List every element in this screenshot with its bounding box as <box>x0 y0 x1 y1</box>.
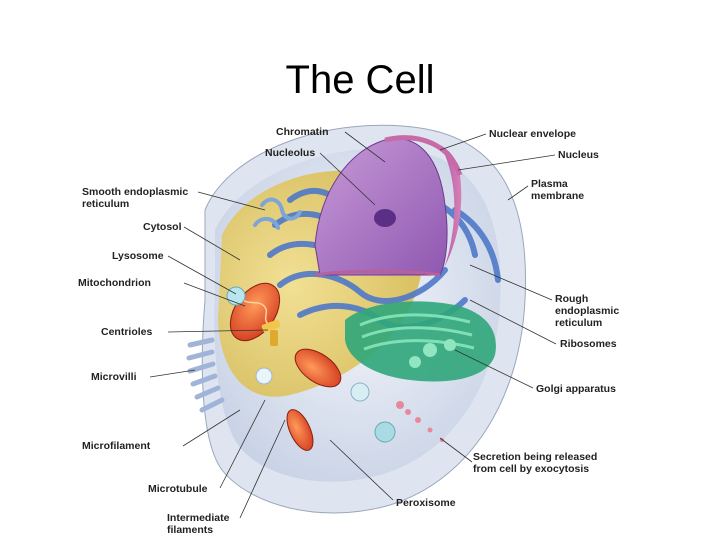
nucleus <box>314 135 463 277</box>
label-microfilament: Microfilament <box>82 440 151 452</box>
label-cytosol: Cytosol <box>143 221 182 233</box>
label-microvilli: Microvilli <box>91 371 137 383</box>
golgi-apparatus <box>345 301 496 382</box>
label-secretion: Secretion being released from cell by ex… <box>473 451 598 475</box>
label-lysosome: Lysosome <box>112 250 164 262</box>
leader-lines <box>149 131 557 519</box>
label-nuclear-envelope: Nuclear envelope <box>489 128 576 140</box>
label-ribosomes: Ribosomes <box>560 338 617 350</box>
smooth-er <box>253 197 302 230</box>
label-peroxisome: Peroxisome <box>396 497 456 509</box>
label-golgi: Golgi apparatus <box>536 383 616 395</box>
slide-title: The Cell <box>285 58 435 102</box>
label-intermediate-filaments: Intermediate filaments <box>167 512 230 536</box>
label-mitochondrion: Mitochondrion <box>78 277 151 289</box>
label-smooth-er: Smooth endoplasmic reticulum <box>82 186 189 210</box>
label-rough-er: Rough endoplasmic reticulum <box>555 293 620 329</box>
label-centrioles: Centrioles <box>101 326 153 338</box>
centrioles-shape <box>261 319 281 346</box>
label-microtubule: Microtubule <box>148 483 208 495</box>
label-nucleolus: Nucleolus <box>265 147 316 159</box>
label-nucleus: Nucleus <box>558 149 599 161</box>
nucleolus-shape <box>374 209 396 227</box>
label-plasma-membrane: Plasma membrane <box>531 178 585 202</box>
label-chromatin: Chromatin <box>276 126 329 138</box>
